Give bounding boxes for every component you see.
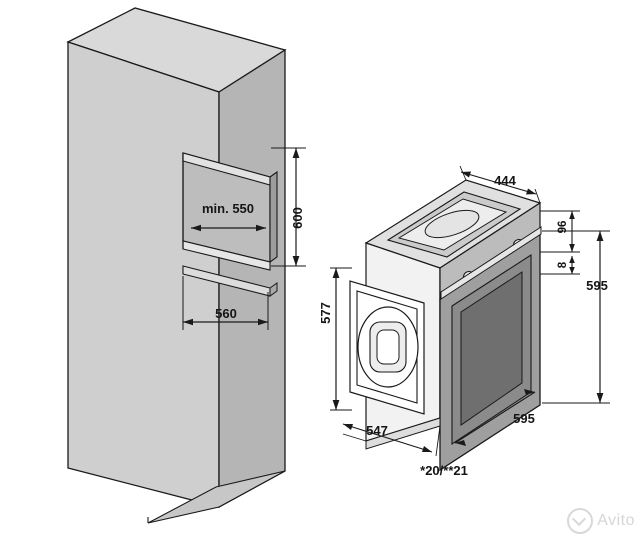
oven-top-oval-detail [424,209,480,239]
checkmark-circle-icon [567,508,594,534]
dim-577-arrow-bottom [332,400,340,410]
dim-595w-label: 595 [513,411,535,426]
dim-444-line [460,171,537,195]
niche-opening-right-edge [269,170,278,264]
dim-8-arrow-bottom [569,267,575,274]
dim-444-arrow-left [461,171,471,178]
dim-600-arrow-bottom [292,256,300,266]
dim-560-arrow-left [183,318,193,326]
dim-547-arrow-left [343,424,353,430]
dim-595h-arrow-bottom [596,393,604,403]
dim-595w-line [454,391,536,444]
dim-550-label: min. 550 [202,201,254,216]
dim-550-arrow-right [256,224,266,232]
dim-600-label: 600 [290,207,305,229]
dim-444-arrow-right [526,188,536,195]
dim-600-arrow-top [292,148,300,158]
dim-96-arrow-bottom [569,244,575,252]
dim-8-arrow-top [569,256,575,263]
oven-door-handle[interactable] [440,226,542,300]
cabinet-niche-view: 600 min. 550 560 [66,7,306,524]
dim-96-arrow-top [569,211,575,219]
dim-577-arrow-top [332,268,340,278]
dim-560-label: 560 [215,306,237,321]
oven-door-glass-front-inner [460,271,523,426]
footnote-label: *20/**21 [420,463,468,478]
watermark: Avito [567,508,635,534]
dim-96-label: 96 [557,221,569,234]
niche-shelf-side [269,282,278,297]
dim-550-arrow-left [191,224,201,232]
oven-glass-panel-inner [376,329,400,365]
dim-547-label: 547 [366,423,388,438]
dim-8-label: 8 [557,261,569,268]
dim-444-label: 444 [494,173,516,188]
dim-595w-arrow-left [455,440,466,446]
dim-547-arrow-right [422,446,432,452]
dim-595w-arrow-right [524,389,535,395]
cabinet-base-sliver [147,470,286,524]
dim-577-label: 577 [318,302,333,324]
dim-560-arrow-right [258,318,268,326]
dim-595h-label: 595 [586,278,608,293]
oven-appliance-view: 444 595 577 96 8 [318,165,610,478]
dim-595h-arrow-top [596,231,604,241]
watermark-text: Avito [597,512,635,529]
dim-547-line [342,423,433,453]
